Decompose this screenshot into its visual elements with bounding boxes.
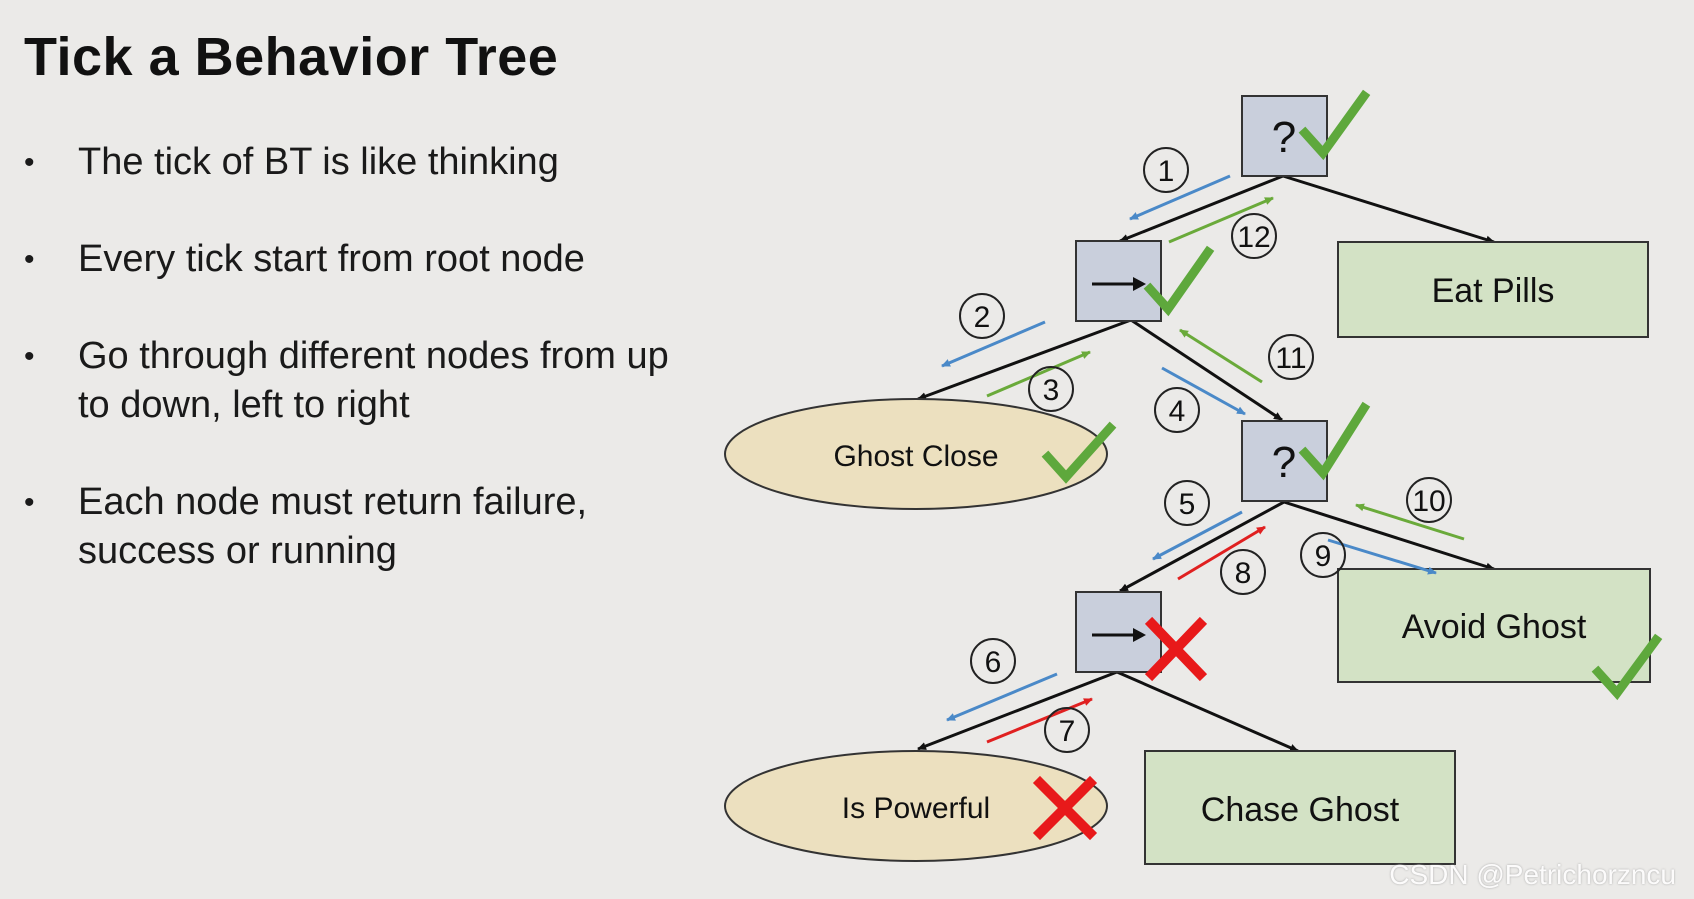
watermark: CSDN @Petrichorzncu <box>1389 859 1676 890</box>
bullet-text: The tick of BT is like thinking <box>78 141 559 183</box>
step-labels: 1 12 2 3 11 4 5 10 9 8 6 7 <box>959 147 1452 753</box>
tree-edges <box>917 174 1495 753</box>
svg-text:6: 6 <box>985 646 1002 679</box>
edge-selector2-avoidghost <box>1283 500 1495 571</box>
node-label: Ghost Close <box>833 440 998 473</box>
step-label-9: 9 <box>1300 532 1346 578</box>
is-powerful-node: Is Powerful <box>724 750 1108 862</box>
selector-symbol: ? <box>1272 113 1296 162</box>
step-label-12: 12 <box>1231 213 1277 259</box>
sequence2-node <box>1075 591 1162 673</box>
svg-text:7: 7 <box>1059 715 1076 748</box>
selector-symbol: ? <box>1272 438 1296 487</box>
check-icon <box>1298 401 1371 481</box>
tick-arrow-9 <box>1327 538 1437 575</box>
step-label-1: 1 <box>1143 147 1189 193</box>
cross-icon <box>1032 775 1098 841</box>
avoid-ghost-node: Avoid Ghost <box>1337 568 1651 683</box>
bullet-text: Go through different nodes from up to do… <box>78 335 669 426</box>
tick-arrow-8 <box>1177 525 1266 581</box>
slide-title: Tick a Behavior Tree <box>24 27 559 87</box>
tick-arrow-11 <box>1179 328 1263 384</box>
check-icon <box>1298 89 1371 161</box>
tick-arrow-1 <box>1129 174 1231 221</box>
check-icon <box>1041 421 1117 484</box>
check-icon <box>1591 633 1663 701</box>
step-label-4: 4 <box>1154 387 1200 433</box>
cross-icon <box>1144 616 1208 682</box>
check-icon <box>1143 245 1215 317</box>
svg-text:9: 9 <box>1315 540 1332 573</box>
bullet-dot: • <box>24 340 35 373</box>
edge-sequence1-selector2 <box>1130 318 1283 422</box>
edge-sequence2-chaseghost <box>1116 670 1299 753</box>
status-marks <box>1032 89 1663 841</box>
edge-root-eatpills <box>1282 174 1495 244</box>
node-label: Avoid Ghost <box>1402 608 1587 646</box>
bullet-item: • Each node must return failure, success… <box>24 478 684 576</box>
step-label-10: 10 <box>1406 477 1452 523</box>
chase-ghost-node: Chase Ghost <box>1144 750 1456 865</box>
bullet-item: • The tick of BT is like thinking <box>24 138 559 187</box>
node-label: Is Powerful <box>842 792 990 825</box>
bullet-dot: • <box>24 243 35 276</box>
step-label-5: 5 <box>1164 480 1210 526</box>
edge-selector2-sequence2 <box>1119 500 1285 593</box>
sequence-arrow-icon <box>1092 277 1146 291</box>
bullet-dot: • <box>24 486 35 519</box>
svg-text:2: 2 <box>974 301 991 334</box>
svg-text:3: 3 <box>1043 374 1060 407</box>
edge-sequence1-ghostclose <box>917 318 1132 401</box>
eat-pills-node: Eat Pills <box>1337 241 1649 338</box>
tick-arrow-4 <box>1161 366 1246 416</box>
tick-arrow-7 <box>986 697 1093 744</box>
step-label-2: 2 <box>959 293 1005 339</box>
step-label-8: 8 <box>1220 549 1266 595</box>
tick-arrow-5 <box>1152 510 1243 561</box>
sequence1-node <box>1075 240 1162 322</box>
step-label-11: 11 <box>1268 334 1314 380</box>
svg-text:11: 11 <box>1275 342 1306 375</box>
bullet-item: • Every tick start from root node <box>24 235 585 284</box>
tick-arrow-6 <box>946 672 1058 722</box>
tick-arrow-2 <box>941 320 1046 368</box>
bullet-dot: • <box>24 146 35 179</box>
node-label: Chase Ghost <box>1201 791 1400 829</box>
bullet-text: Each node must return failure, success o… <box>78 481 588 572</box>
tick-arrows <box>941 174 1465 744</box>
bullet-text: Every tick start from root node <box>78 238 585 280</box>
svg-text:4: 4 <box>1169 395 1186 428</box>
edge-sequence2-ispowerful <box>917 670 1118 751</box>
root-selector-node: ? <box>1241 95 1328 177</box>
bullet-item: • Go through different nodes from up to … <box>24 332 684 430</box>
step-label-7: 7 <box>1044 707 1090 753</box>
svg-text:1: 1 <box>1158 155 1175 188</box>
svg-text:10: 10 <box>1412 485 1445 518</box>
ghost-close-node: Ghost Close <box>724 398 1108 510</box>
svg-text:12: 12 <box>1237 221 1270 254</box>
step-label-3: 3 <box>1028 366 1074 412</box>
tick-arrow-3 <box>986 350 1091 398</box>
tick-arrow-10 <box>1355 503 1465 541</box>
node-label: Eat Pills <box>1432 272 1555 310</box>
edge-root-sequence1 <box>1119 174 1284 243</box>
step-label-6: 6 <box>970 638 1016 684</box>
svg-text:5: 5 <box>1179 488 1196 521</box>
svg-text:8: 8 <box>1235 557 1252 590</box>
tick-arrow-12 <box>1168 196 1274 244</box>
sequence-arrow-icon <box>1092 628 1146 642</box>
